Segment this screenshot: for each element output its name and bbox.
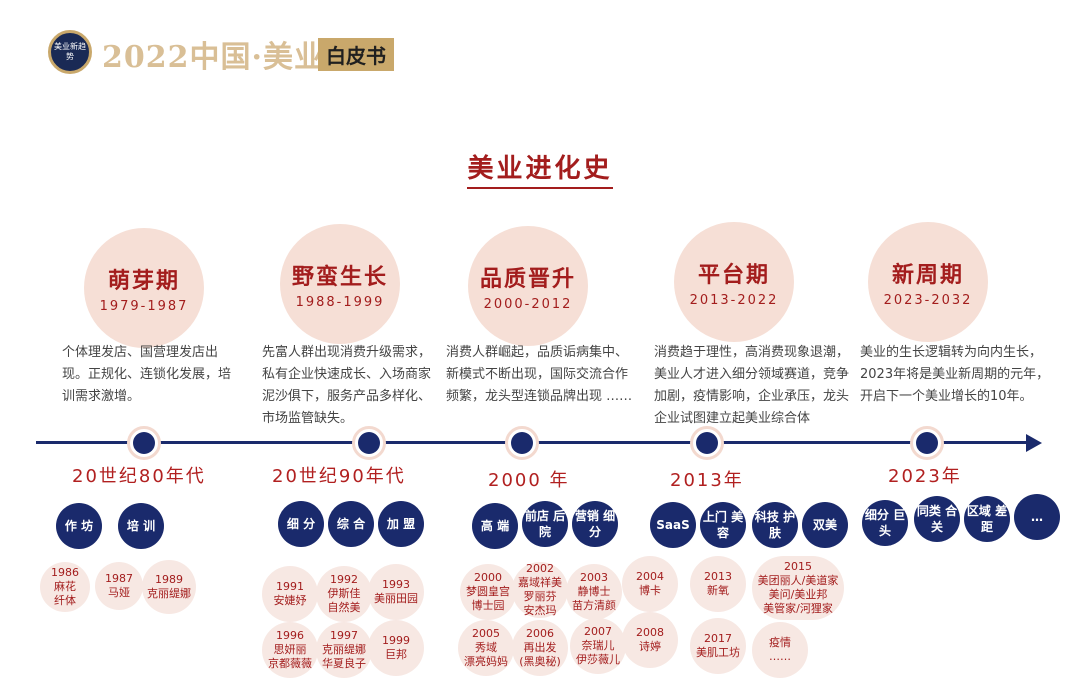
brand-bubble: 疫情 …… xyxy=(752,622,808,678)
period-desc-1: 个体理发店、国营理发店出现。正规化、连锁化发展，培训需求激增。 xyxy=(62,345,232,404)
feature-bubble: 双美 xyxy=(802,502,848,548)
brand-bubble: 2002 嘉域祥美 罗丽芬 安杰玛 xyxy=(512,562,568,618)
timeline-node-3 xyxy=(505,426,539,460)
era-label-3: 2000 年 xyxy=(488,470,570,491)
period-name: 新周期 xyxy=(891,262,964,288)
feature-bubble: 加 盟 xyxy=(378,501,424,547)
feature-bubble: 培 训 xyxy=(118,503,164,549)
brand-bubble: 2008 诗婷 xyxy=(622,612,678,668)
feature-bubble: SaaS xyxy=(650,502,696,548)
period-years: 1979-1987 xyxy=(99,298,189,314)
period-name: 品质晋升 xyxy=(479,266,576,292)
report-brand: 2022中国·美业 xyxy=(102,40,325,75)
era-label-5: 2023年 xyxy=(888,466,962,487)
logo-text: 美业新趋势 xyxy=(54,42,86,61)
timeline-arrow xyxy=(1026,434,1042,452)
brand-bubble: 1989 克丽缇娜 xyxy=(142,560,196,614)
period-circle-4: 平台期 2013-2022 xyxy=(674,222,794,342)
feature-bubble: 上门 美容 xyxy=(700,502,746,548)
brand-bubble: 1996 思妍丽 京都薇薇 xyxy=(262,622,318,678)
period-years: 2000-2012 xyxy=(483,296,573,312)
brand-bubble: 1987 马娅 xyxy=(95,562,143,610)
brand-bubble: 1999 巨邦 xyxy=(368,620,424,676)
period-years: 2023-2032 xyxy=(883,292,973,308)
feature-bubble: 区域 差距 xyxy=(964,496,1010,542)
brand-bubble: 2013 新氧 xyxy=(690,556,746,612)
era-label-4: 2013年 xyxy=(670,470,744,491)
period-name: 萌芽期 xyxy=(107,268,180,294)
feature-bubble: 科技 护肤 xyxy=(752,502,798,548)
timeline-node-5 xyxy=(910,426,944,460)
period-circle-2: 野蛮生长 1988-1999 xyxy=(280,224,400,344)
feature-bubble: 细 分 xyxy=(278,501,324,547)
timeline-node-2 xyxy=(352,426,386,460)
brand-bubble: 2000 梦圆皇宫 博士园 xyxy=(460,564,516,620)
period-years: 2013-2022 xyxy=(689,292,779,308)
era-label-1: 20世纪80年代 xyxy=(72,466,206,487)
brand-bubble: 2007 奈瑞儿 伊莎薇儿 xyxy=(570,618,626,674)
brand-bubble: 2015 美团丽人/美道家 美问/美业邦 美管家/河狸家 xyxy=(752,556,844,620)
brand-bubble: 1992 伊斯佳 自然美 xyxy=(316,566,372,622)
period-years: 1988-1999 xyxy=(295,294,385,310)
report-tag: 白皮书 xyxy=(318,38,394,71)
brand-logo: 美业新趋势 xyxy=(48,30,92,74)
timeline-node-4 xyxy=(690,426,724,460)
feature-bubble: 细分 巨头 xyxy=(862,500,908,546)
brand-bubble: 2005 秀域 漂亮妈妈 xyxy=(458,620,514,676)
era-label-2: 20世纪90年代 xyxy=(272,466,406,487)
period-desc-3: 消费人群崛起，品质诟病集中、新模式不断出现，国际交流合作频繁，龙头型连锁品牌出现… xyxy=(446,345,633,404)
brand-bubble: 1993 美丽田园 xyxy=(368,564,424,620)
timeline-node-1 xyxy=(127,426,161,460)
brand-bubble: 2004 博卡 xyxy=(622,556,678,612)
period-desc-5: 美业的生长逻辑转为向内生长，2023年将是美业新周期的元年，开启下一个美业增长的… xyxy=(860,345,1050,404)
brand-bubble: 1997 克丽缇娜 华夏良子 xyxy=(316,622,372,678)
period-name: 平台期 xyxy=(697,262,770,288)
period-circle-1: 萌芽期 1979-1987 xyxy=(84,228,204,348)
brand-bubble: 1986 麻花 纤体 xyxy=(40,562,90,612)
period-desc-4: 消费趋于理性，高消费现象退潮，美业人才进入细分领域赛道，竞争加剧，疫情影响，企业… xyxy=(654,345,850,426)
brand-bubble: 2003 静博士 苗方清颜 xyxy=(566,564,622,620)
period-desc-2: 先富人群出现消费升级需求，私有企业快速成长、入场商家泥沙俱下，服务产品多样化、市… xyxy=(262,345,432,426)
feature-bubble: 前店 后院 xyxy=(522,501,568,547)
brand-bubble: 2017 美肌工坊 xyxy=(690,618,746,674)
feature-bubble: 营销 细分 xyxy=(572,501,618,547)
period-circle-3: 品质晋升 2000-2012 xyxy=(468,226,588,346)
feature-bubble: 作 坊 xyxy=(56,503,102,549)
brand-bubble: 1991 安婕妤 xyxy=(262,566,318,622)
feature-bubble: 高 端 xyxy=(472,503,518,549)
period-circle-5: 新周期 2023-2032 xyxy=(868,222,988,342)
feature-bubble: 同类 合关 xyxy=(914,496,960,542)
diagram-title: 美业进化史 xyxy=(0,148,1080,189)
feature-bubble: 综 合 xyxy=(328,501,374,547)
feature-bubble: … xyxy=(1014,494,1060,540)
period-name: 野蛮生长 xyxy=(291,264,388,290)
brand-bubble: 2006 再出发 (黑奥秘) xyxy=(512,620,568,676)
diagram-title-text: 美业进化史 xyxy=(467,154,613,189)
